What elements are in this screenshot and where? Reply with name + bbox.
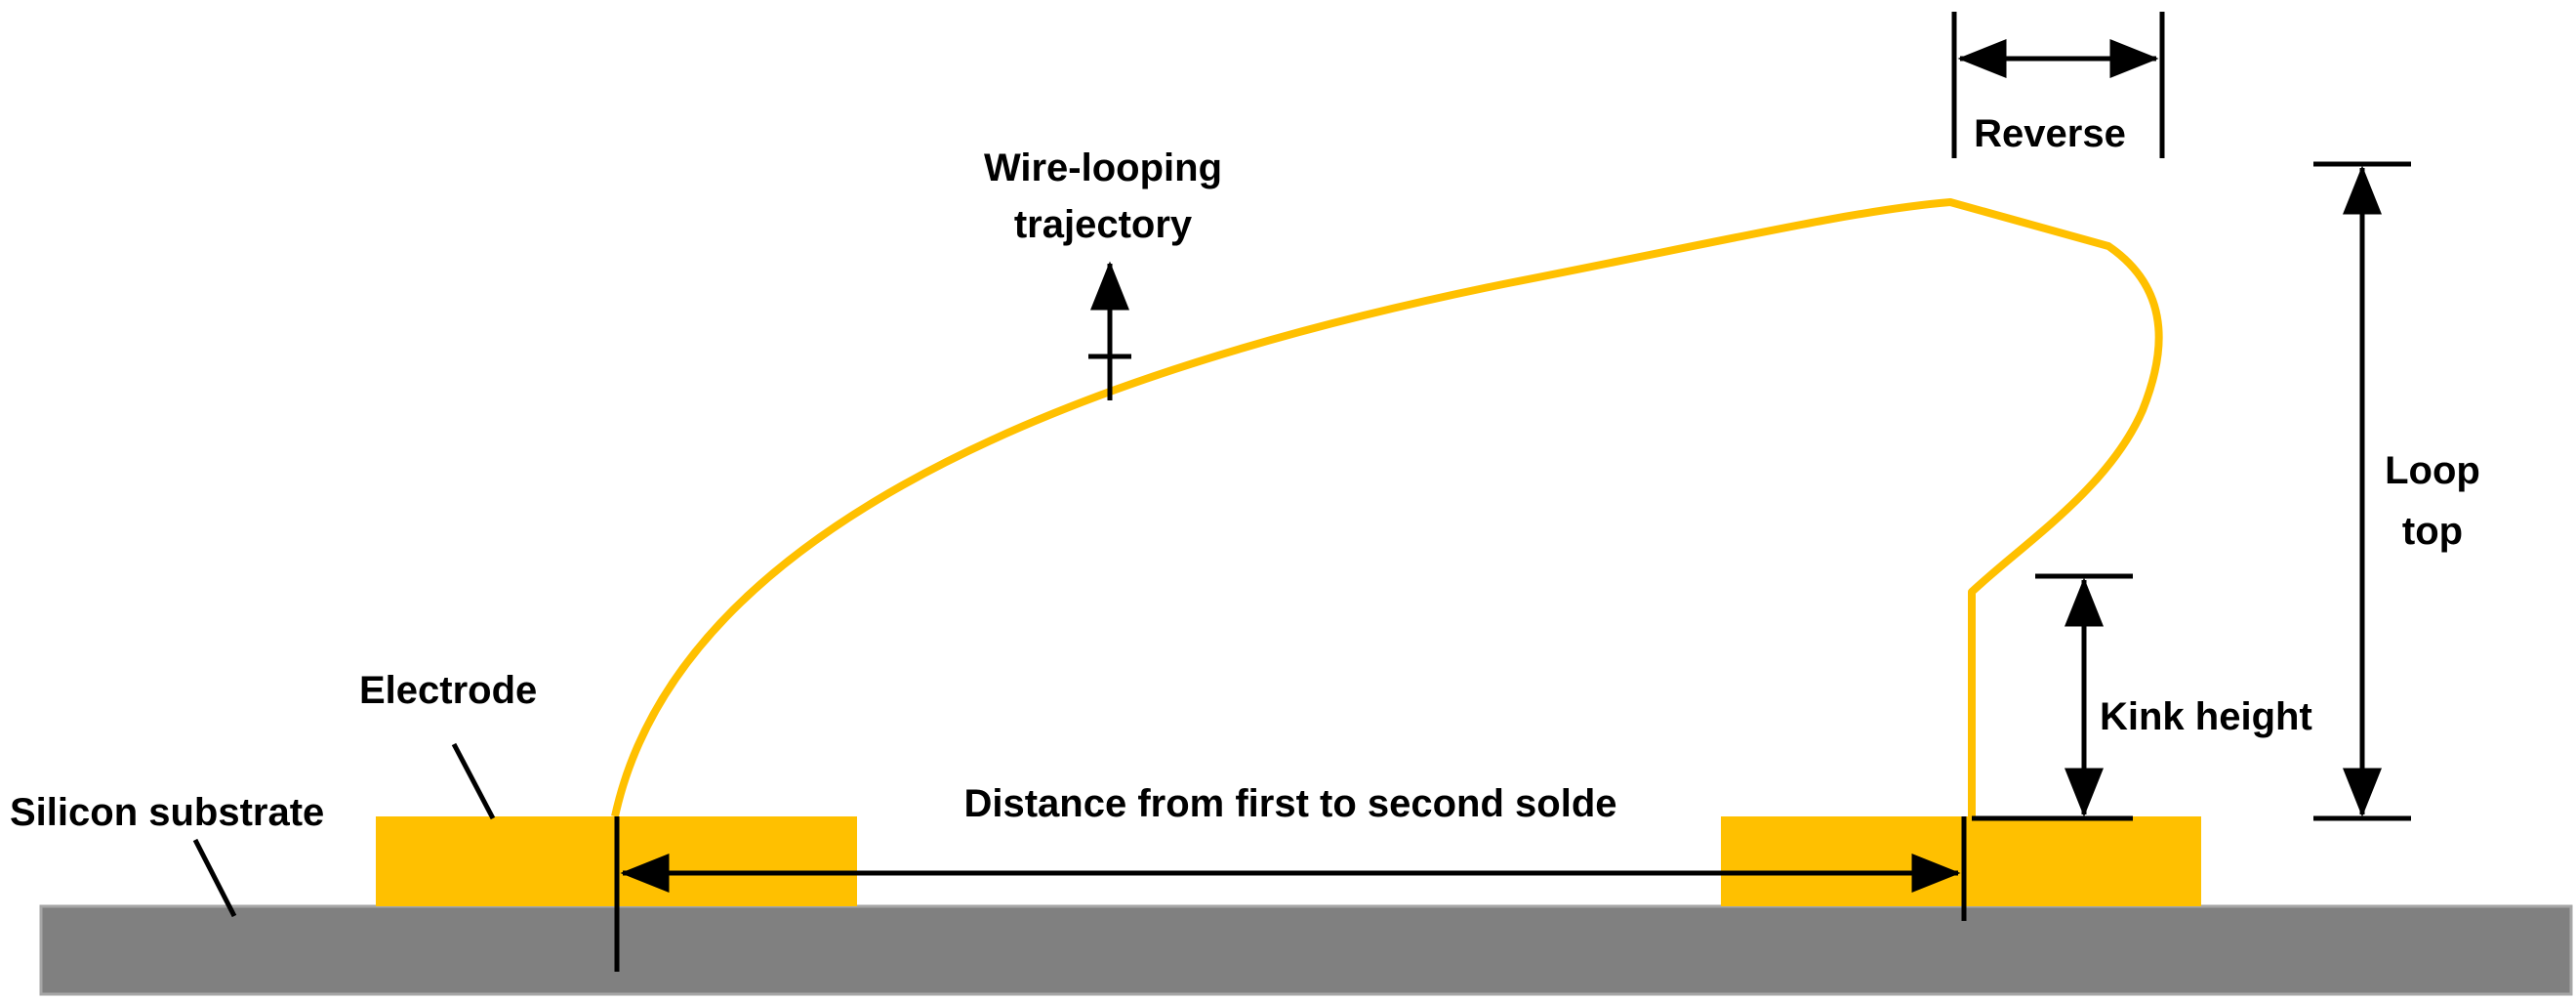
wire-loop	[611, 198, 2163, 817]
loop-top-label-line2: top	[2402, 510, 2463, 553]
silicon-substrate	[39, 904, 2573, 996]
wire-looping-label-line1: Wire-looping	[984, 146, 1222, 189]
wire-looping-label-line2: trajectory	[1014, 203, 1193, 246]
substrate-leader	[192, 838, 237, 918]
distance-label: Distance from first to second solde	[963, 782, 1616, 825]
electrode-leader	[451, 742, 496, 820]
loop-top-label-line1: Loop	[2385, 449, 2480, 492]
reverse-label: Reverse	[1974, 112, 2126, 155]
kink-height-label: Kink height	[2100, 695, 2312, 738]
right-electrode	[1721, 816, 2201, 906]
electrode-label: Electrode	[359, 669, 537, 712]
silicon-substrate-label: Silicon substrate	[10, 791, 324, 834]
